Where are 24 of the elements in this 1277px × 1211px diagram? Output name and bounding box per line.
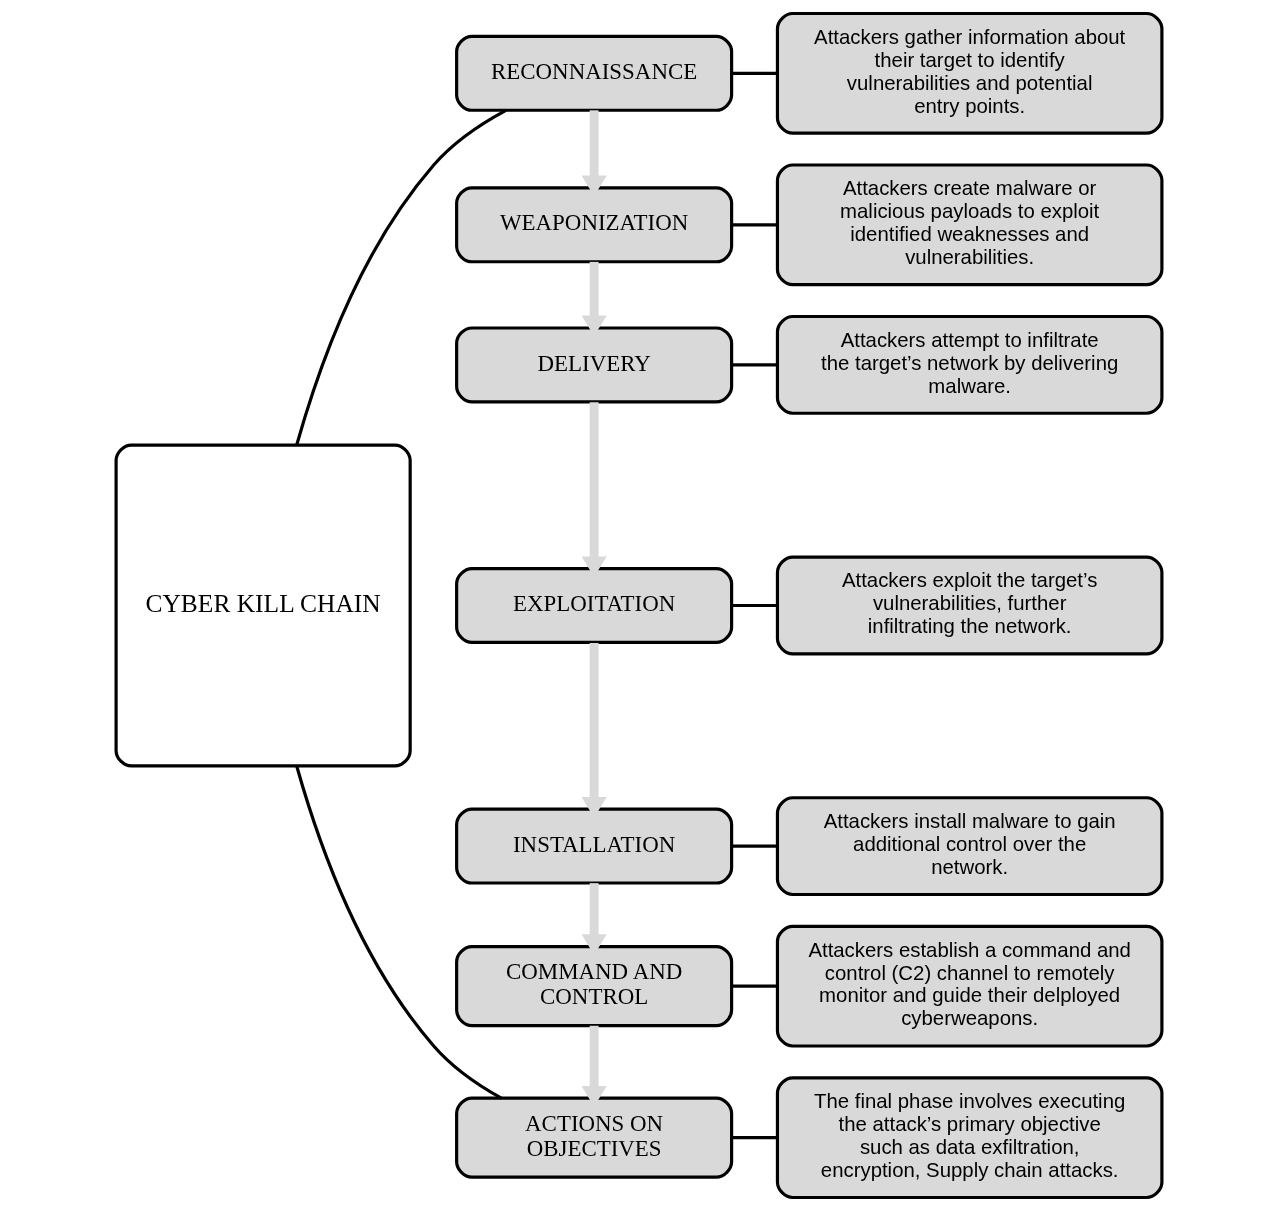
connector xyxy=(731,71,777,75)
connector xyxy=(731,223,777,227)
connector xyxy=(731,603,777,608)
node-box: The final phase involves executing the attack’s primary objective such as data exfiltration, encryption, Supply chain attacks. xyxy=(775,1076,1163,1200)
node-box: EXPLOITATION xyxy=(454,567,733,644)
node-box: COMMAND AND CONTROL xyxy=(454,945,733,1028)
node-box: Attackers exploit the target’s vulnerabilities, further infiltrating the network. xyxy=(775,555,1163,656)
node-box: RECONNAISSANCE xyxy=(454,34,733,112)
node-box: WEAPONIZATION xyxy=(454,186,733,264)
node-box: Attackers install malware to gain additional control over the network. xyxy=(775,796,1163,897)
node-box: CYBER KILL CHAIN xyxy=(114,443,412,768)
connector xyxy=(731,844,777,848)
connector xyxy=(731,363,777,367)
node-box: DELIVERY xyxy=(454,326,733,404)
node-box: Attackers establish a command and control (C2) channel to remotely monitor and guide their delployed cyberweapons. xyxy=(775,924,1163,1048)
connector xyxy=(294,108,507,446)
node-box: Attackers create malware or malicious payloads to exploit identified weaknesses and vulnerabilities. xyxy=(775,163,1163,287)
connector xyxy=(294,765,502,1100)
node-box: INSTALLATION xyxy=(454,807,733,885)
node-box: ACTIONS ON OBJECTIVES xyxy=(454,1096,733,1179)
node-box: Attackers gather information about their target to identify vulnerabilities and potential entry points. xyxy=(775,11,1163,135)
connector xyxy=(731,984,777,988)
node-box: Attackers attempt to infiltrate the target’s network by delivering malware. xyxy=(775,314,1163,415)
connector xyxy=(731,1136,777,1140)
